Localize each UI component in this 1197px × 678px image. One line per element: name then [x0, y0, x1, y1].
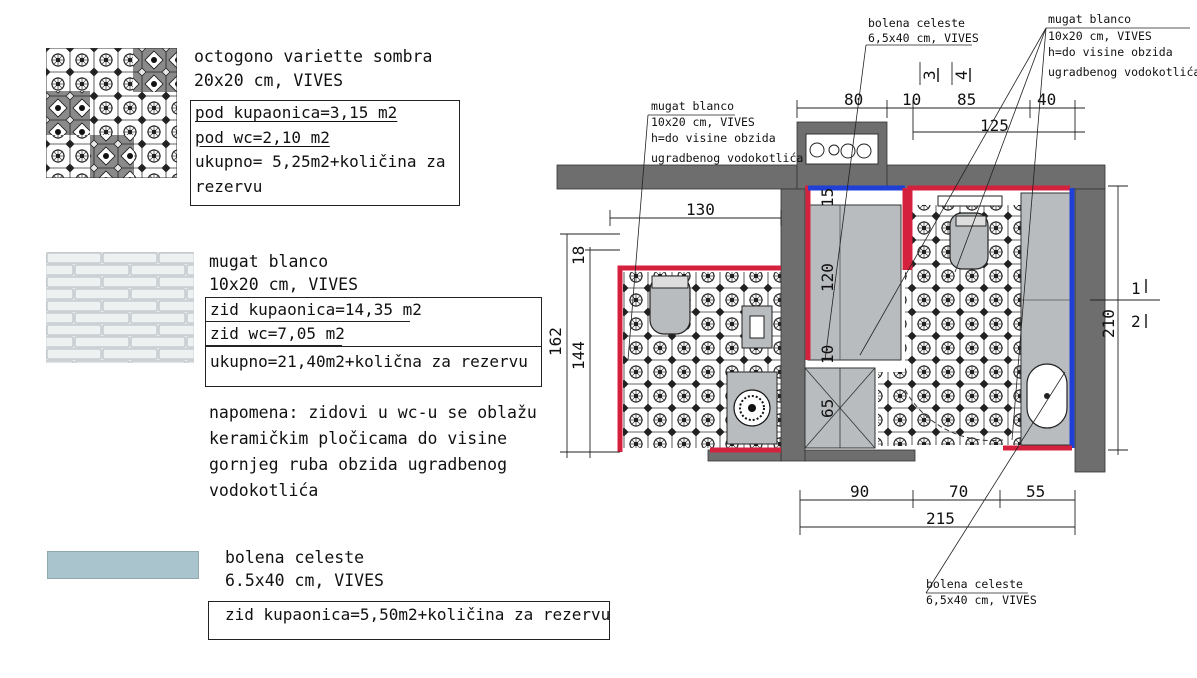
- dim-shower-65: 65: [818, 399, 837, 418]
- octagon-row-4: rezervu: [195, 176, 263, 196]
- dim-wc-width: 130: [686, 200, 715, 219]
- dim-shower-15: 15: [818, 188, 837, 207]
- dim-left-18: 18: [569, 246, 588, 265]
- valve-icon-1: [828, 144, 840, 156]
- door-swing: [904, 389, 1004, 442]
- mugat-tile-image: [45, 251, 195, 364]
- octagon-quantity-box: pod kupaonica=3,15 m2 pod wc=2,10 m2 uku…: [190, 100, 460, 206]
- bolena-quantity-box: zid kupaonica=5,50m2+količina za rezervu: [208, 601, 610, 640]
- callout-mugat-right-2: 10x20 cm, VIVES: [1048, 29, 1152, 43]
- mugat-tile-spec: 10x20 cm, VIVES: [209, 275, 359, 294]
- dim-top-80: 80: [844, 90, 863, 109]
- dim-top-3: 3: [920, 70, 939, 80]
- octagon-tile-name: octogono variette sombra: [194, 47, 433, 66]
- mugat-row-2: zid wc=7,05 m2: [206, 322, 345, 346]
- dim-shower-10: 10: [818, 345, 837, 364]
- shower-wall-panel: [807, 204, 902, 361]
- dim-right-mark-1: 1: [1131, 279, 1141, 298]
- bolena-tile-name: bolena celeste: [225, 548, 365, 567]
- dimension-lines: [560, 62, 1160, 535]
- callout-bolena-top-1: bolena celeste: [868, 16, 965, 30]
- callout-mugat-right-3: h=do visine obzida: [1048, 45, 1173, 59]
- octagon-row-2: pod wc=2,10 m2: [195, 127, 330, 147]
- section-marks: [937, 68, 1147, 328]
- wc-mugat-line: [617, 265, 781, 452]
- dim-left-144: 144: [569, 341, 588, 370]
- dim-right-mark-2: 2: [1131, 312, 1141, 331]
- mugat-tile-swatch: [45, 251, 195, 364]
- callout-mugat-right-4: ugradbenog vodokotlića: [1048, 65, 1197, 79]
- octagon-tile-spec: 20x20 cm, VIVES: [194, 71, 344, 90]
- dim-bottom-55: 55: [1026, 482, 1045, 501]
- valve-icon-3: [856, 143, 872, 159]
- callout-bolena-bottom-1: bolena celeste: [926, 577, 1023, 591]
- dim-right-210: 210: [1099, 309, 1118, 338]
- callout-mugat-left-1: mugat blanco: [651, 99, 734, 113]
- dim-top-10: 10: [902, 90, 921, 109]
- mugat-row-1: zid kupaonica=14,35 m2: [206, 298, 422, 322]
- note-line-2: keramičkim pločicama do visine: [209, 429, 508, 448]
- bathroom-mugat-line: [907, 185, 1070, 270]
- mugat-tile-name: mugat blanco: [209, 252, 329, 271]
- callout-mugat-left-4: ugradbenog vodokotlića: [651, 151, 803, 165]
- bolena-tile-spec: 6.5x40 cm, VIVES: [225, 571, 384, 590]
- callout-bolena-top-2: 6,5x40 cm, VIVES: [868, 31, 979, 45]
- dim-bottom-90: 90: [850, 482, 869, 501]
- dim-shower-120: 120: [818, 263, 837, 292]
- bolena-tile-swatch: [47, 551, 199, 579]
- note-line-4: vodokotlića: [209, 481, 319, 500]
- dim-left-162: 162: [546, 327, 565, 356]
- callout-mugat-left-2: 10x20 cm, VIVES: [651, 115, 755, 129]
- meter-icon: [809, 142, 825, 158]
- callout-mugat-right-1: mugat blanco: [1048, 12, 1131, 26]
- dim-top-40: 40: [1037, 90, 1056, 109]
- callout-mugat-left-3: h=do visine obzida: [651, 131, 776, 145]
- mugat-row-3: ukupno=21,40m2+količna za rezervu: [206, 346, 541, 377]
- dim-top-total: 125: [980, 116, 1009, 135]
- dim-top-85: 85: [957, 90, 976, 109]
- dim-bottom-70: 70: [949, 482, 968, 501]
- note-line-3: gornjeg ruba obzida ugradbenog: [209, 455, 508, 474]
- mirror-shelf: [937, 195, 1003, 207]
- note-line-1: napomena: zidovi u wc-u se oblažu: [209, 403, 537, 422]
- dim-top-4: 4: [952, 70, 971, 80]
- callout-leaders: [627, 27, 1190, 594]
- bolena-row-1: zid kupaonica=5,50m2+količina za rezervu: [225, 605, 611, 624]
- bathroom-toilet: [949, 212, 989, 270]
- bathroom-floor-tiles-left: [878, 372, 908, 446]
- dim-bottom-total: 215: [926, 509, 955, 528]
- mugat-quantity-box: zid kupaonica=14,35 m2 zid wc=7,05 m2 uk…: [205, 297, 542, 387]
- octagon-row-3: ukupno= 5,25m2+količina za: [195, 152, 446, 171]
- callout-bolena-bottom-2: 6,5x40 cm, VIVES: [926, 593, 1037, 607]
